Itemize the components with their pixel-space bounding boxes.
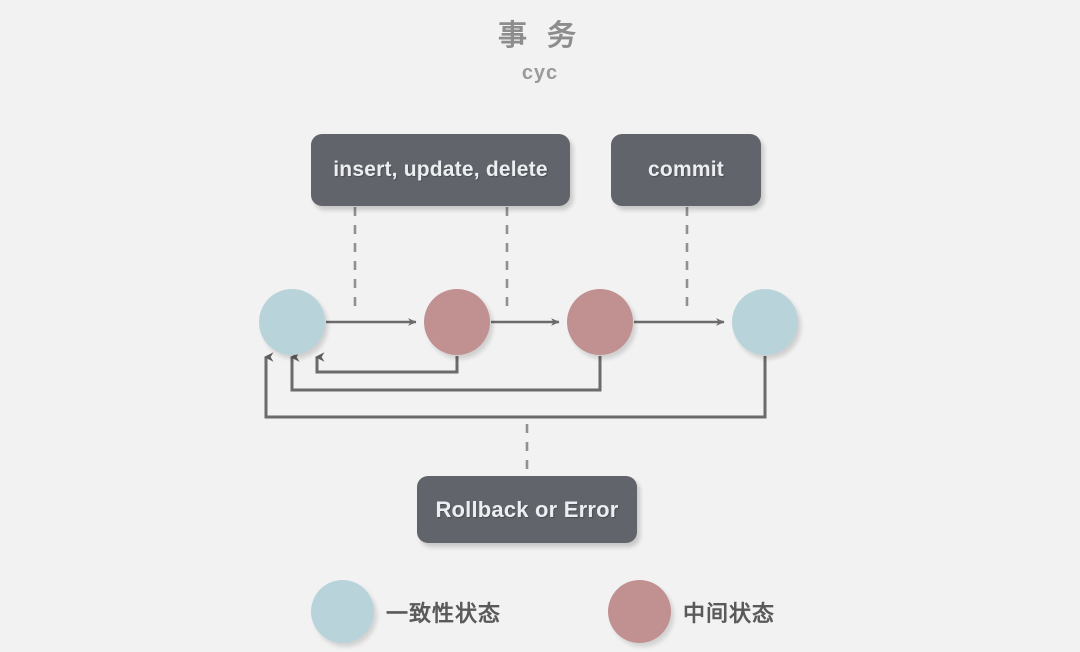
return-path-s3	[290, 352, 602, 392]
page-title: 事 务	[497, 20, 583, 52]
box-rollback-or-error[interactable]: Rollback or Error	[417, 476, 637, 543]
state-circle-consistent-end[interactable]	[732, 289, 798, 355]
state-circle-consistent-start[interactable]	[259, 289, 325, 355]
box-commit[interactable]: commit	[611, 134, 761, 206]
state-circle-intermediate-1[interactable]	[424, 289, 490, 355]
box-insert-update-delete[interactable]: insert, update, delete	[311, 134, 570, 206]
legend-label-intermediate: 中间状态	[683, 600, 776, 626]
return-path-s2	[315, 352, 459, 374]
legend-item-intermediate-state: 中间状态	[608, 580, 775, 643]
page-subtitle: cyc	[521, 62, 559, 84]
return-path-s4	[264, 352, 767, 419]
legend-swatch-intermediate	[608, 580, 671, 643]
legend-swatch-consistent	[311, 580, 374, 643]
legend-item-consistent-state: 一致性状态	[311, 580, 501, 643]
legend-label-consistent: 一致性状态	[386, 600, 502, 626]
state-circle-intermediate-2[interactable]	[567, 289, 633, 355]
